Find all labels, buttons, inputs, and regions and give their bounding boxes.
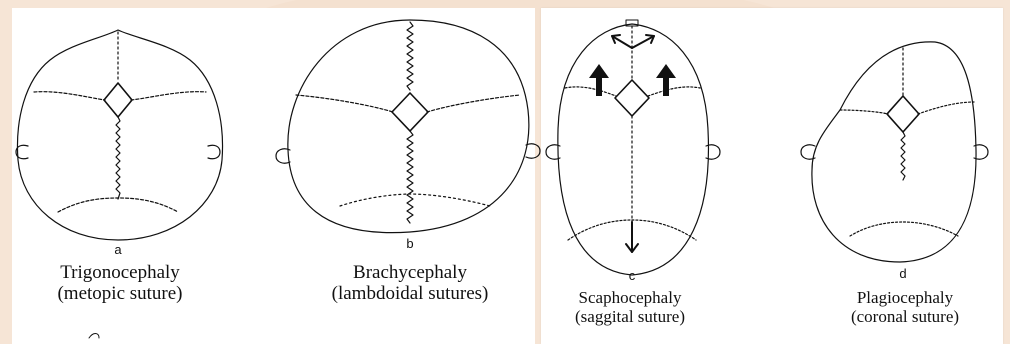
caption-name: Scaphocephaly: [545, 288, 715, 307]
caption-suture: (saggital suture): [545, 307, 715, 326]
ear-right-icon: [526, 144, 540, 158]
stray-mark: [89, 334, 99, 339]
figure-letter: d: [883, 266, 923, 281]
caption-name: Plagiocephaly: [820, 288, 990, 307]
figure-letter: c: [612, 268, 652, 283]
skull-plagiocephaly: [801, 42, 988, 262]
caption-name: Brachycephaly: [310, 262, 510, 283]
skull-scaphocephaly: [546, 20, 720, 275]
figure-letter: a: [98, 242, 138, 257]
caption-brachycephaly: Brachycephaly (lambdoidal sutures): [310, 262, 510, 305]
caption-suture: (coronal suture): [820, 307, 990, 326]
caption-suture: (metopic suture): [20, 283, 220, 304]
ear-right-icon: [208, 145, 220, 159]
skull-brachycephaly: [276, 20, 540, 233]
caption-suture: (lambdoidal sutures): [310, 283, 510, 304]
caption-plagiocephaly: Plagiocephaly (coronal suture): [820, 288, 990, 326]
figure-letter: b: [390, 236, 430, 251]
caption-name: Trigonocephaly: [20, 262, 220, 283]
caption-scaphocephaly: Scaphocephaly (saggital suture): [545, 288, 715, 326]
skull-trigonocephaly: [16, 30, 223, 240]
caption-trigonocephaly: Trigonocephaly (metopic suture): [20, 262, 220, 305]
